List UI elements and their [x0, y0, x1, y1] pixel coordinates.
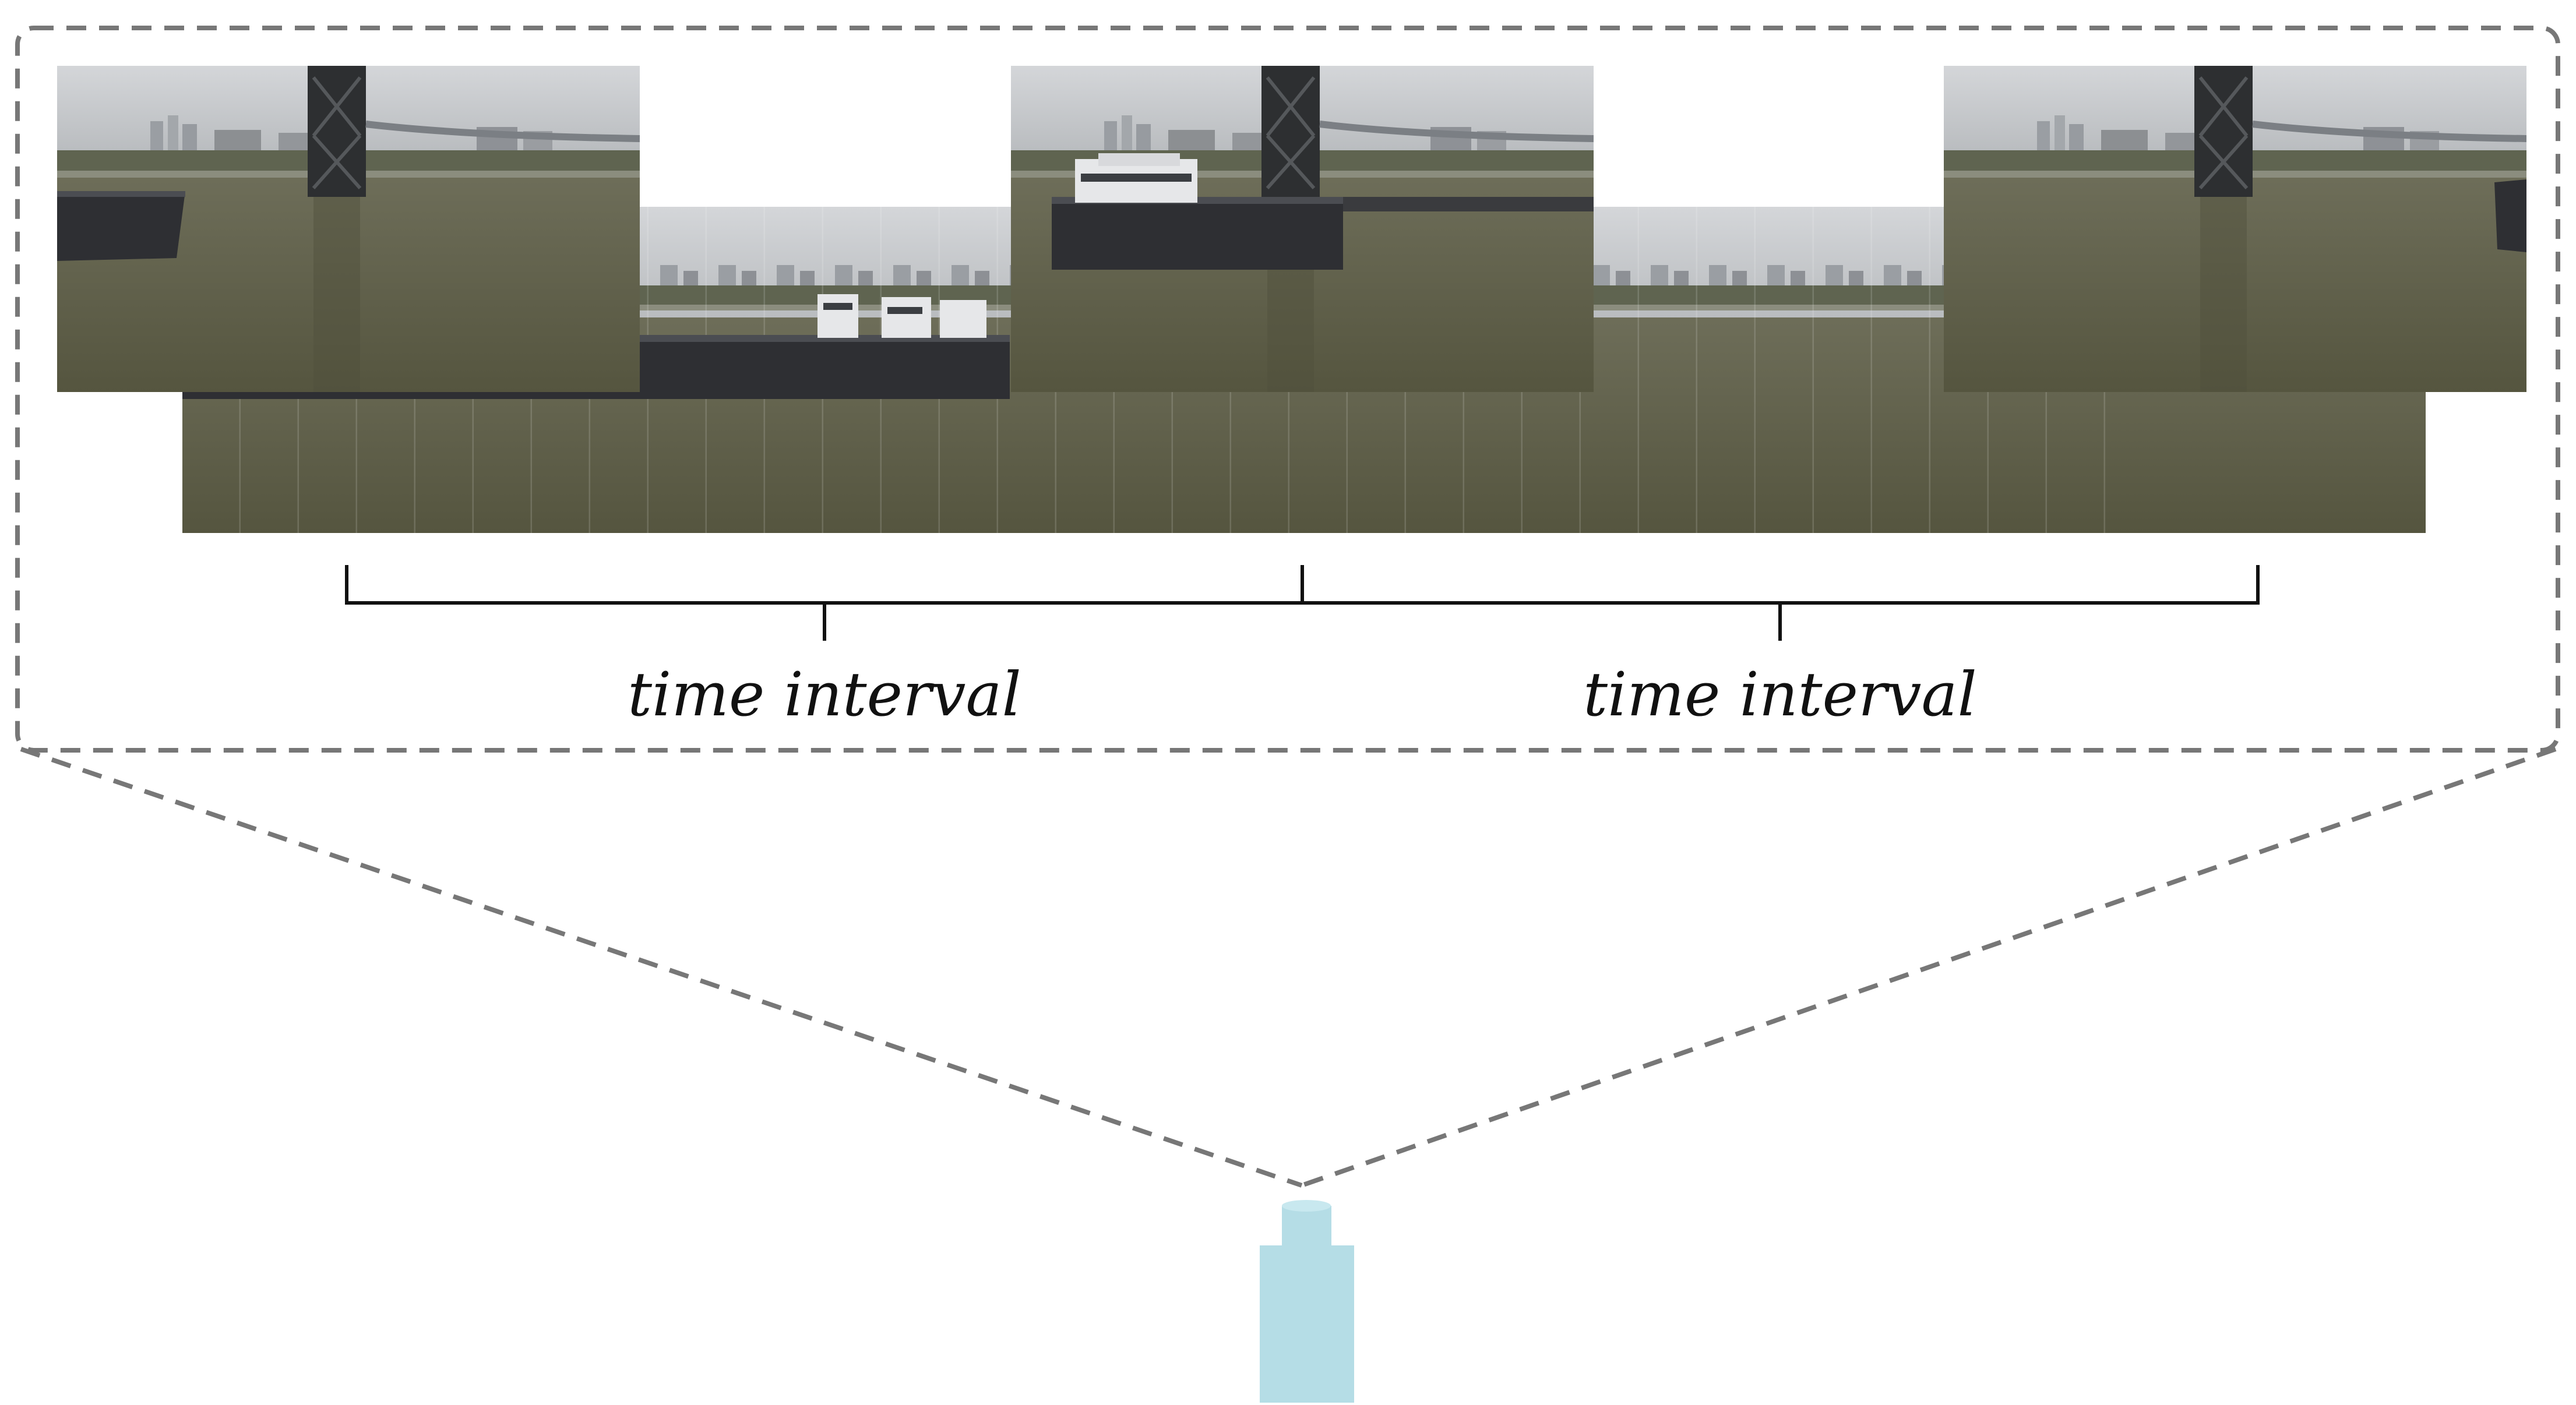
frames-dashed-box	[15, 26, 2560, 753]
interval-label-left: time interval	[628, 659, 1021, 730]
camera-icon	[1260, 1200, 1354, 1403]
video-frame-2	[1011, 66, 1594, 392]
camera-body	[1260, 1245, 1354, 1403]
interval-label-right: time interval	[1583, 659, 1977, 730]
camera-lens-top	[1282, 1200, 1331, 1212]
timeline-bracket	[345, 565, 2260, 641]
view-cone-right	[1301, 747, 2557, 1188]
video-frame-3	[1944, 66, 2526, 392]
video-frame-1	[57, 66, 640, 392]
view-cone-left	[20, 747, 1303, 1188]
camera-lens	[1282, 1206, 1331, 1245]
